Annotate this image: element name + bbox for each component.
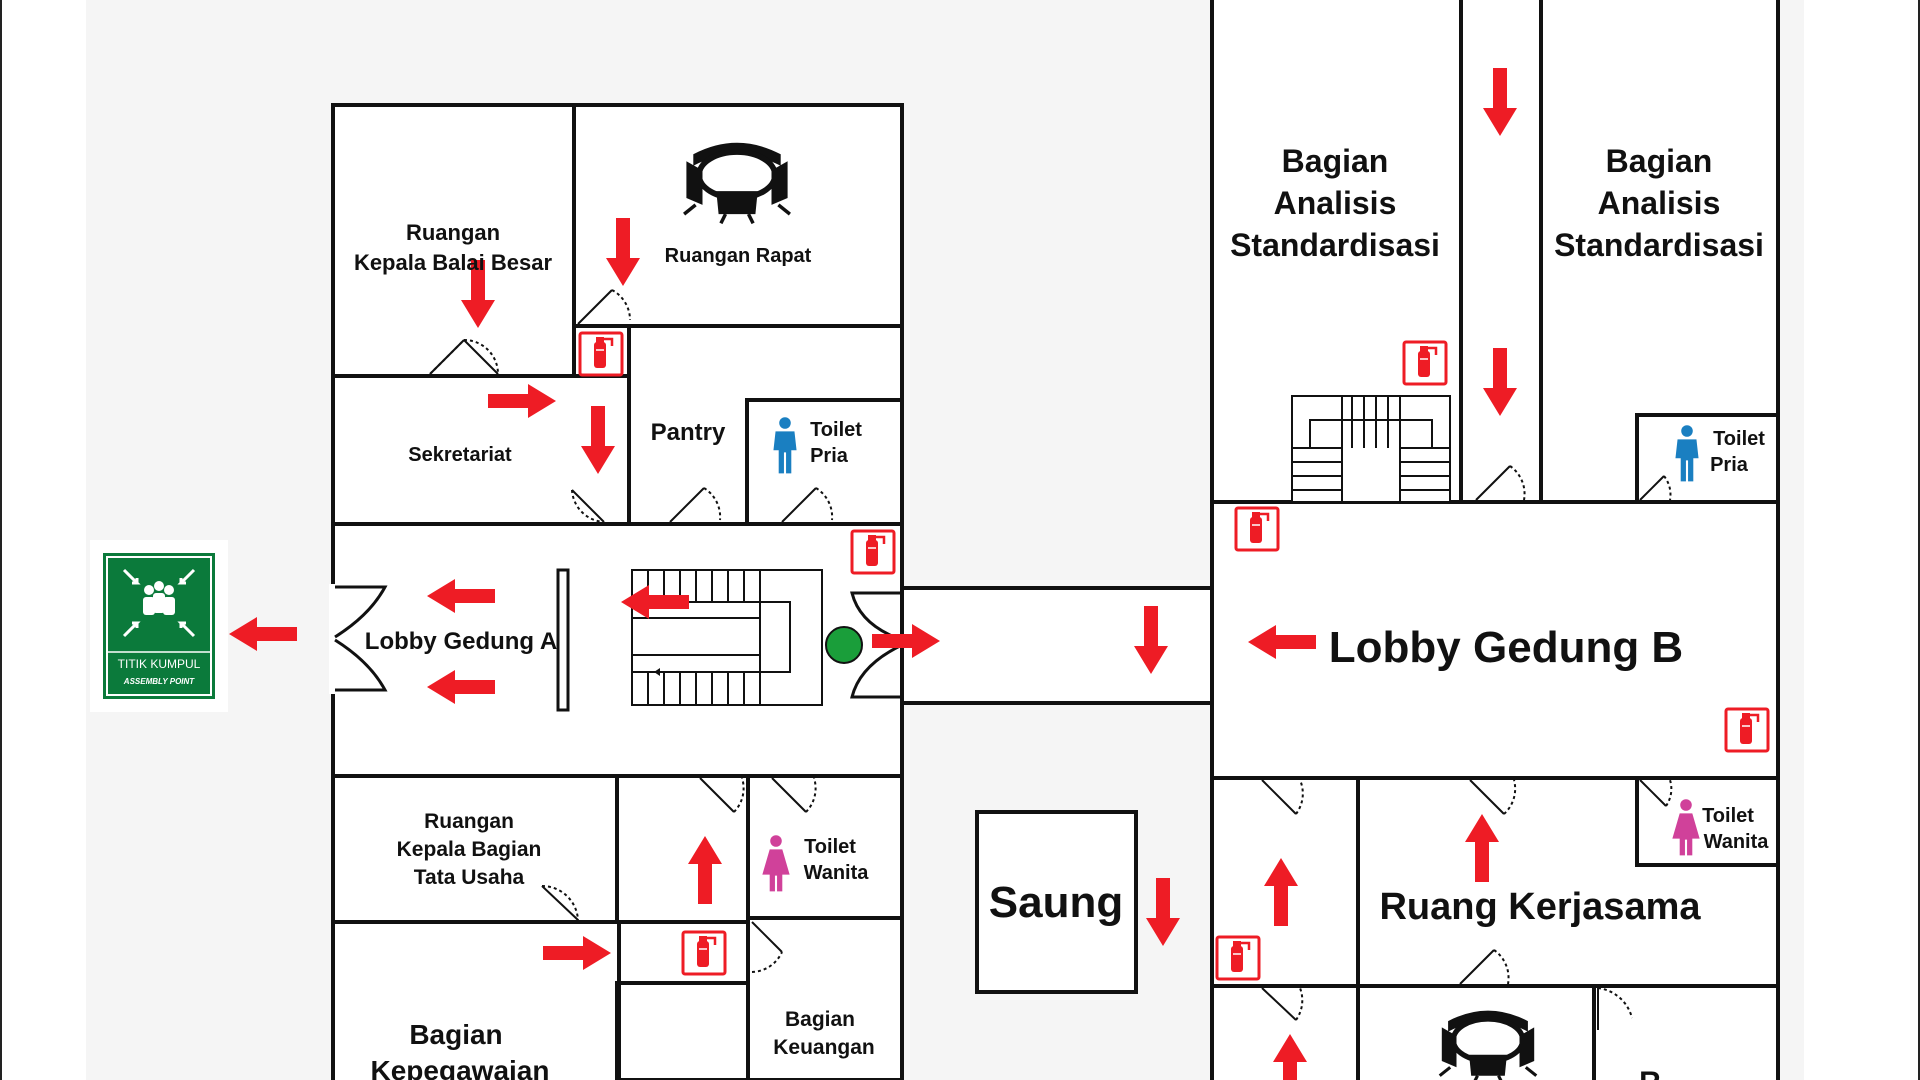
you-are-here-marker: [825, 626, 863, 664]
fire-extinguisher-icon: [1402, 340, 1448, 386]
lobby-a-exit-door: [329, 584, 388, 694]
fire-extinguisher-icon: [1724, 707, 1770, 753]
connecting-corridor: [900, 586, 1214, 705]
room-rapat: [572, 103, 904, 328]
lobby-a-partition: [556, 568, 570, 712]
room-kepala-balai: [331, 103, 576, 378]
stairs-icon: [631, 569, 823, 706]
fire-extinguisher-icon: [1215, 935, 1261, 981]
assembly-point-title: TITIK KUMPUL: [118, 657, 201, 671]
assembly-point-icon: [122, 568, 196, 638]
partial-room-label: R: [1639, 1066, 1661, 1080]
sekretariat-label: Sekretariat: [408, 444, 512, 466]
stairs-icon: [1291, 395, 1451, 503]
kerjasama-label: Ruang Kerjasama: [1379, 886, 1701, 928]
lobby-a-label: Lobby Gedung A: [365, 628, 557, 655]
room-toilet-wanita-b: [1635, 776, 1780, 867]
pantry-label: Pantry: [651, 419, 726, 446]
doors-b: [1261, 465, 1673, 1030]
rapat-label: Ruangan Rapat: [665, 245, 812, 267]
fire-extinguisher-icon: [681, 930, 727, 976]
room-partial: [1592, 984, 1780, 1080]
fire-extinguisher-icon: [578, 331, 624, 377]
assembly-point-subtitle: ASSEMBLY POINT: [123, 677, 195, 686]
assembly-point-sign: TITIK KUMPUL ASSEMBLY POINT: [90, 540, 228, 712]
saung: [975, 810, 1138, 994]
room-toilet-pria-a: [745, 398, 904, 526]
doors-a: [429, 289, 834, 973]
fire-extinguisher-icon: [850, 529, 896, 575]
room-toilet-wanita-a: [746, 774, 904, 920]
saung-label: Saung: [989, 878, 1123, 927]
lobby-b-label: Lobby Gedung B: [1329, 623, 1683, 672]
fire-extinguisher-icon: [1234, 506, 1280, 552]
